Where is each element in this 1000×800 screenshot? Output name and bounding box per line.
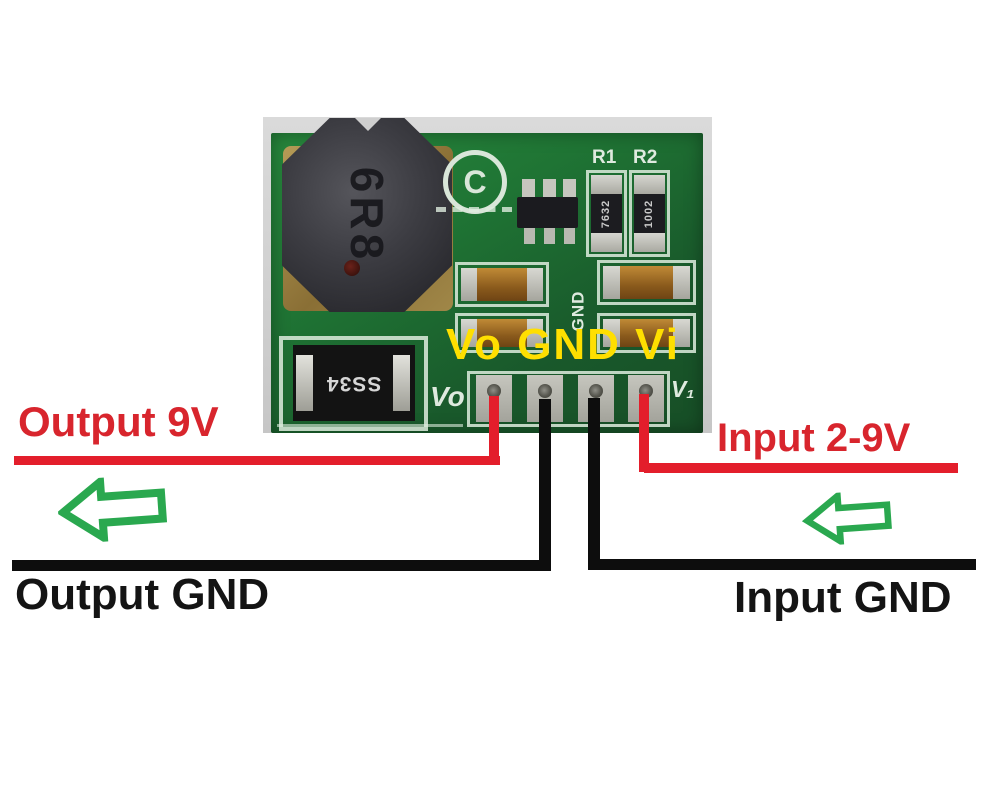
diode-terminal [393,355,410,411]
resistor-r2: 1002 [629,170,670,257]
resistor-r2-marking: 1002 [643,199,656,228]
pcb-photo: 6R8 C R1 R2 7632 [263,117,712,433]
vo-pad-silkscreen: Vo [430,381,465,412]
inductor-marking: 6R8 [340,166,393,264]
copyright-silkscreen: C [443,150,507,214]
output-gnd-label: Output GND [15,570,270,619]
resistor-terminal [634,175,665,194]
diode-marking: SS34 [326,372,382,395]
input-voltage-line [644,463,958,473]
diode-silkscreen-outline: SS34 [279,336,428,431]
resistor-r1: 7632 [586,170,627,257]
output-gnd-wire-vertical [539,399,551,571]
output-9v-wire-vertical [489,396,499,462]
ic-leg [544,228,555,244]
capacitor [597,313,696,353]
copyright-letter: C [463,163,487,200]
pad-row-silkscreen-outline [467,371,670,427]
inductor: 6R8 [282,118,452,312]
capacitor [597,260,696,305]
pcb-board: 6R8 C R1 R2 7632 [271,118,703,433]
input-voltage-wire-vertical [639,394,649,472]
input-direction-arrow-left-icon [801,489,892,548]
output-direction-arrow-left-icon [56,473,168,545]
resistor-r1-marking: 7632 [600,199,613,228]
silkscreen-dashes [436,207,512,212]
ic-leg [524,228,535,244]
diode-terminal [296,355,313,411]
input-gnd-line [588,559,976,570]
r1-silkscreen-label: R1 [592,147,617,168]
pin-names-overlay: Vo GND Vi [446,320,680,369]
input-gnd-wire-vertical [588,398,600,570]
ic-leg [564,228,575,244]
capacitor [455,262,549,307]
output-gnd-line [12,560,551,571]
schottky-diode: SS34 [293,345,415,421]
silkscreen-line [277,424,463,427]
r2-silkscreen-label: R2 [633,147,658,168]
input-voltage-label: Input 2-9V [717,416,911,460]
resistor-terminal [591,175,622,194]
output-9v-line [14,456,500,465]
output-voltage-label: Output 9V [18,398,219,445]
ic-pad [522,179,535,197]
resistor-terminal [591,233,622,252]
inductor-wire-end [344,260,360,276]
ic-pad [563,179,576,197]
ic-chip [517,197,578,228]
vi-pad-silkscreen: V₁ [671,376,695,402]
solder-pad-gnd-output [527,375,563,422]
ic-pad [543,179,556,197]
capacitor [455,313,549,353]
input-gnd-label: Input GND [734,573,952,622]
resistor-terminal [634,233,665,252]
